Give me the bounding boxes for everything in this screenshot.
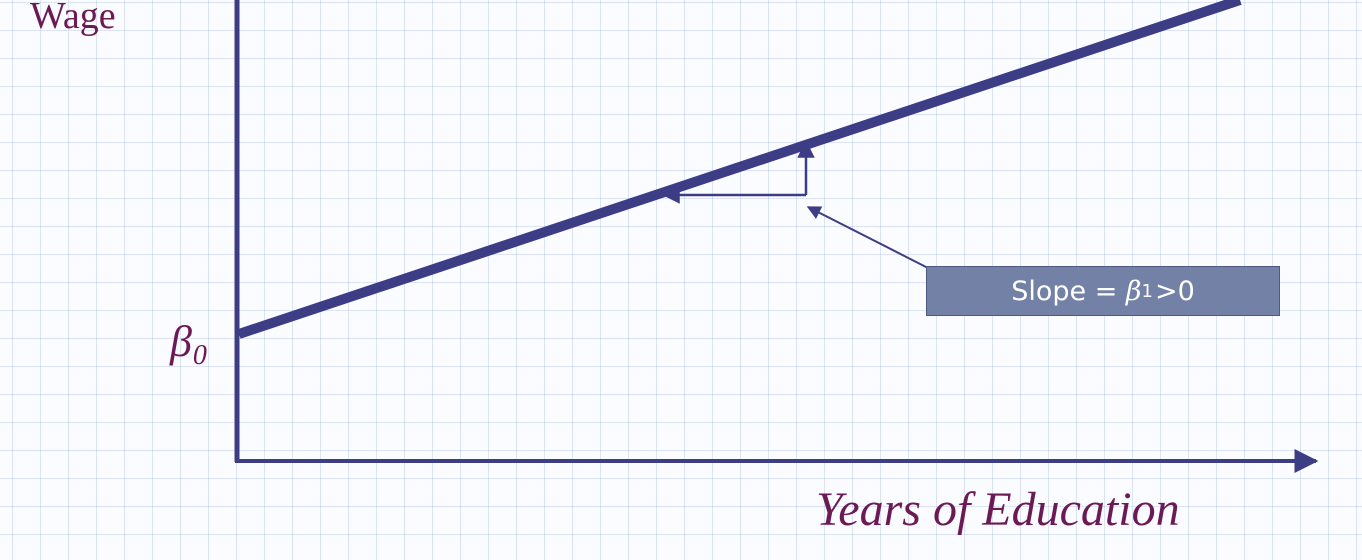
x-axis-title: Years of Education: [816, 483, 1180, 536]
intercept-symbol: β: [170, 317, 192, 366]
slope-prefix: Slope =: [1011, 275, 1126, 307]
slope-suffix: >0: [1154, 275, 1195, 307]
regression-line: [237, 0, 1242, 339]
slope-callout-pointer: [806, 206, 929, 269]
slope-subscript: 1: [1141, 280, 1153, 302]
intercept-label: β0: [170, 320, 207, 370]
slope-symbol: β: [1125, 275, 1142, 307]
intercept-subscript: 0: [192, 340, 207, 371]
y-axis-title: Wage: [30, 0, 116, 37]
